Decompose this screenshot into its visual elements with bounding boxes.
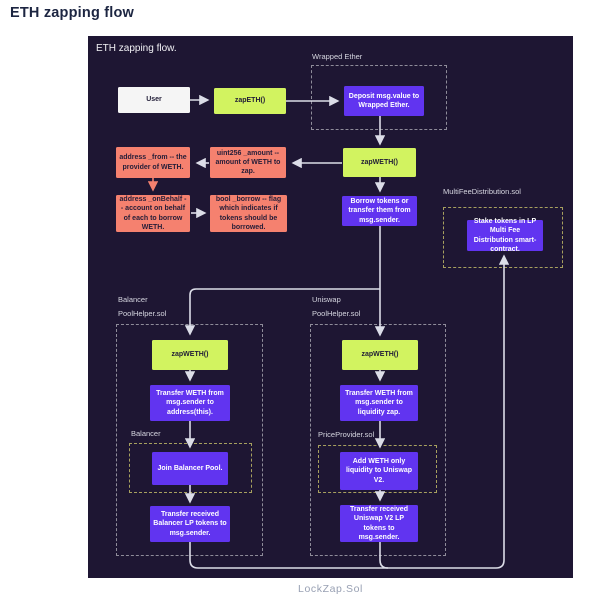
node-from: address _from -- the provider of WETH. bbox=[116, 147, 190, 178]
group-wrapped-ether bbox=[311, 65, 447, 130]
group-label-price-provider: PriceProvider.sol bbox=[318, 430, 375, 439]
page-title: ETH zapping flow bbox=[10, 5, 135, 21]
node-uni-received: Transfer received Uniswap V2 LP tokens t… bbox=[340, 505, 418, 542]
node-bal-zapweth: zapWETH() bbox=[152, 340, 228, 370]
node-uni-zapweth: zapWETH() bbox=[342, 340, 418, 370]
node-bal-join: Join Balancer Pool. bbox=[152, 452, 228, 485]
node-stake: Stake tokens in LP Multi Fee Distributio… bbox=[467, 218, 543, 253]
node-borrow-tokens: Borrow tokens or transfer them from msg.… bbox=[342, 196, 417, 226]
node-user: User bbox=[118, 87, 190, 113]
node-zapeth: zapETH() bbox=[214, 88, 286, 114]
node-bal-transfer: Transfer WETH from msg.sender to address… bbox=[150, 385, 230, 421]
group-label-multifee: MultiFeeDistribution.sol bbox=[443, 187, 521, 196]
group-label-balancer-inner: Balancer bbox=[131, 429, 161, 438]
group-label-uniswap-helper-2: PoolHelper.sol bbox=[312, 309, 361, 318]
node-uni-transfer: Transfer WETH from msg.sender to liquidi… bbox=[340, 385, 418, 421]
node-bal-received: Transfer received Balancer LP tokens to … bbox=[150, 506, 230, 542]
diagram-title: ETH zapping flow. bbox=[96, 43, 177, 54]
node-deposit: Deposit msg.value to Wrapped Ether. bbox=[344, 86, 424, 116]
group-label-wrapped-ether: Wrapped Ether bbox=[312, 52, 363, 61]
node-zapweth: zapWETH() bbox=[343, 148, 416, 177]
diagram-caption: LockZap.Sol bbox=[298, 583, 363, 595]
group-label-balancer-helper-2: PoolHelper.sol bbox=[118, 309, 167, 318]
node-borrowflag: bool _borrow -- flag which indicates if … bbox=[210, 195, 287, 232]
node-uni-add: Add WETH only liquidity to Uniswap V2. bbox=[340, 452, 418, 490]
node-onbehalf: address _onBehalf -- account on behalf o… bbox=[116, 195, 190, 232]
group-label-balancer-helper-1: Balancer bbox=[118, 295, 148, 304]
group-label-uniswap-helper-1: Uniswap bbox=[312, 295, 341, 304]
node-amount: uint256 _amount -- amount of WETH to zap… bbox=[210, 147, 286, 178]
